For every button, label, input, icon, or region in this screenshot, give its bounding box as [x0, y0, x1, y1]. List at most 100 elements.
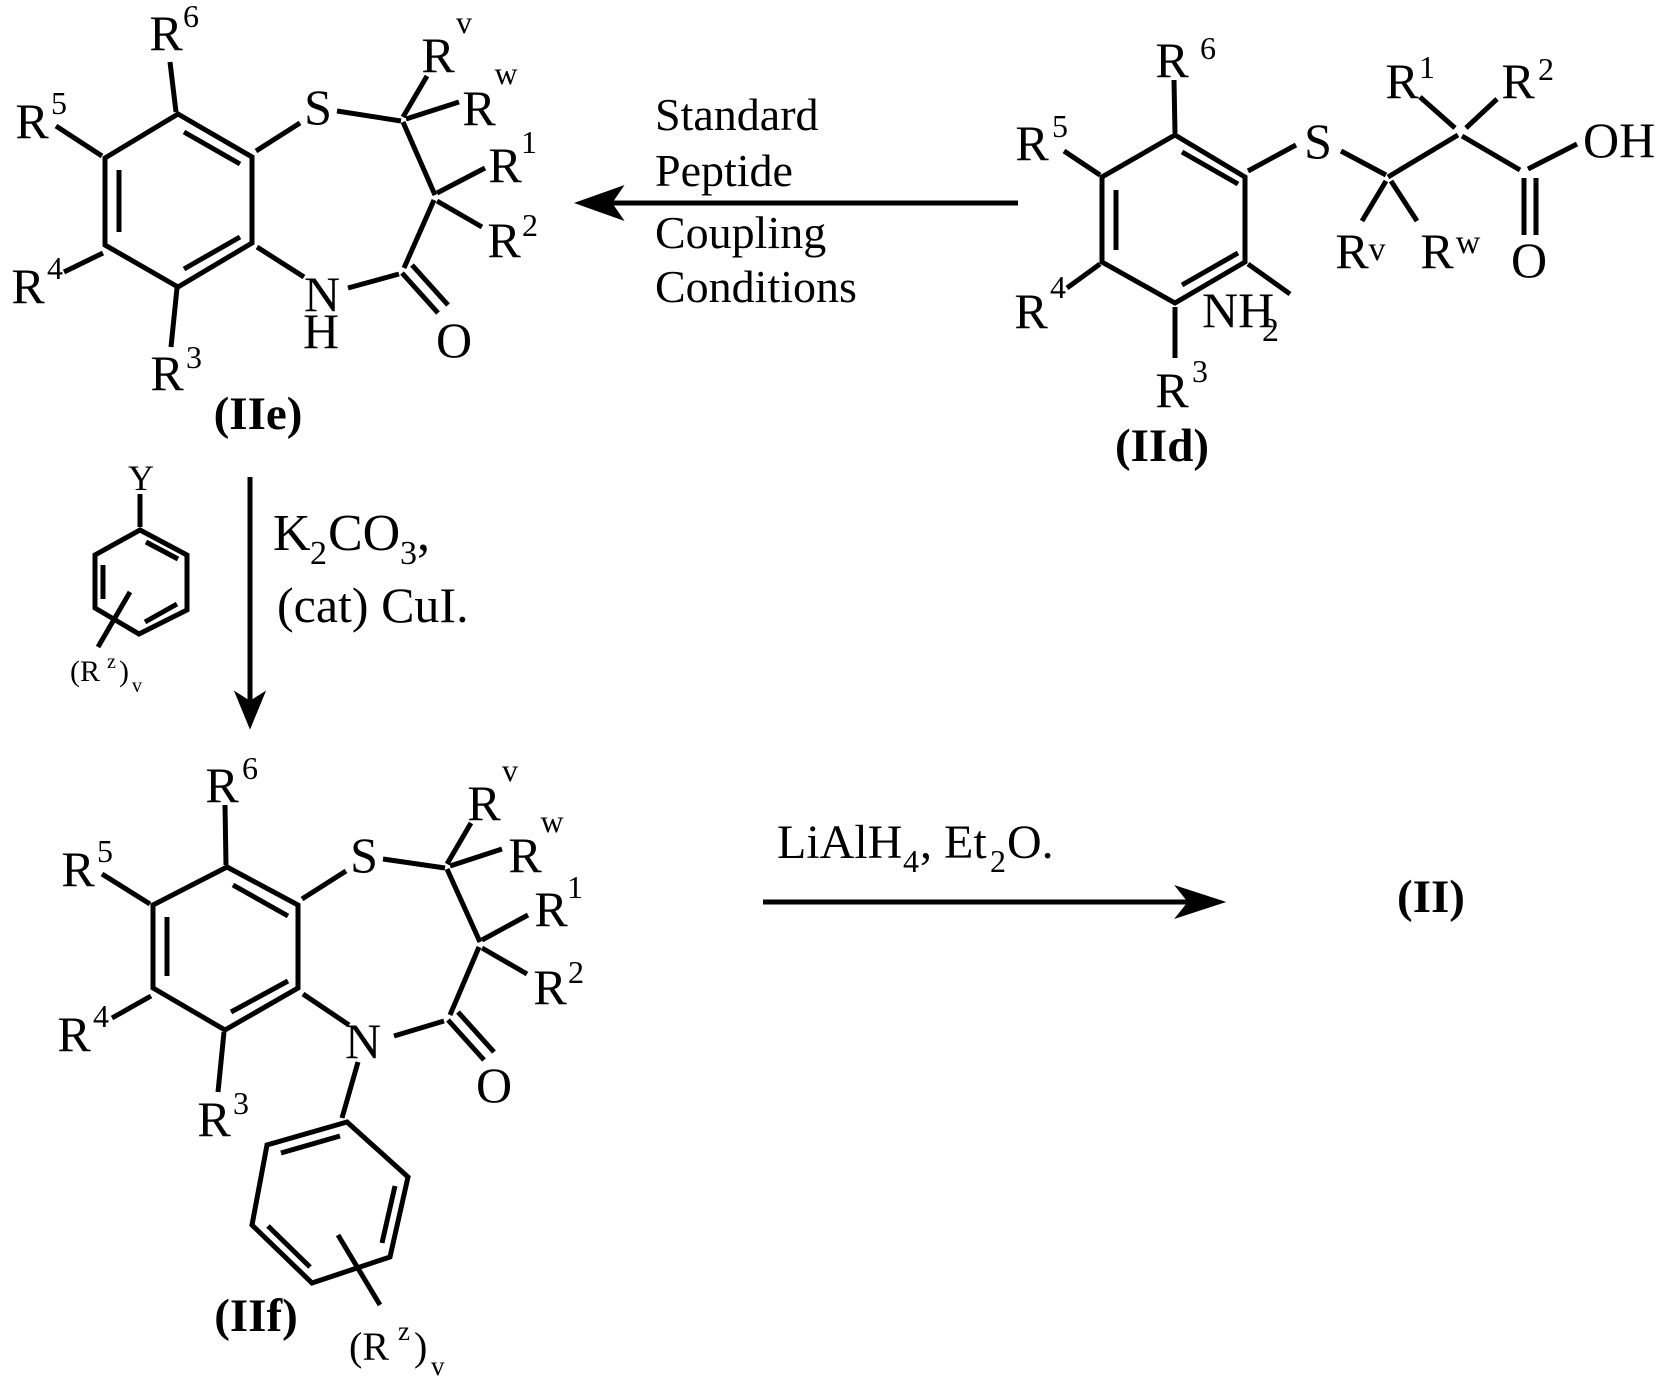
benzene-ring: [153, 867, 298, 1030]
substituent-rw-sup: w: [540, 803, 563, 839]
substituent-r5: R: [61, 841, 95, 897]
reagent-cui: (cat) CuI.: [277, 577, 469, 633]
bond: [403, 122, 435, 195]
atom-o-label: O: [476, 1057, 512, 1113]
substituent-r3-sup: 3: [1192, 353, 1208, 389]
rz-close: ): [414, 1324, 427, 1369]
substituent-r3: R: [150, 345, 184, 401]
bond: [102, 874, 150, 904]
compound-label-II: (II): [1397, 871, 1465, 923]
substituent-rw: R: [1420, 223, 1454, 279]
substituent-r2-sup: 2: [1538, 51, 1554, 87]
structure-IIf: S N O R 6 R 5 R 4 R 3 R v R w R 1 R 2 (R…: [57, 750, 584, 1381]
substituent-rw-sup: w: [494, 55, 517, 91]
bond: [437, 201, 482, 227]
double-bond-line: [412, 265, 448, 305]
substituent-r6: R: [1155, 32, 1189, 88]
substituent-r4: R: [1014, 283, 1048, 339]
substituent-rv: R: [1335, 223, 1369, 279]
atom-s-label: S: [304, 79, 332, 135]
bond: [56, 126, 102, 156]
substituent-r2: R: [1501, 53, 1535, 109]
bond: [170, 62, 176, 112]
substituent-r4: R: [57, 1006, 91, 1062]
reagent-k2co3-comma: ,: [417, 505, 430, 562]
n-phenyl-ring: [252, 1122, 408, 1283]
substituent-rw-sup: w: [1456, 224, 1481, 261]
substituent-r1: R: [488, 137, 522, 193]
arrow-reduction: LiAlH 4 , Et 2 O.: [763, 816, 1223, 917]
reagent-k2co3-sub: 2: [310, 535, 327, 572]
substituent-rv: R: [467, 775, 501, 831]
reaction-text-line: Peptide: [655, 145, 793, 196]
reagent-k2co3-sub: 3: [400, 535, 417, 572]
hydroxyl-label: OH: [1583, 112, 1655, 168]
substituent-r1: R: [1385, 53, 1419, 109]
bond: [383, 859, 445, 868]
bond: [1388, 135, 1458, 177]
substituent-r1-sup: 1: [567, 869, 583, 905]
bond: [450, 947, 479, 1015]
substituent-r1: R: [534, 881, 568, 937]
bond: [342, 1062, 358, 1118]
bond: [394, 1021, 444, 1036]
reagent-et2o: , Et: [920, 816, 987, 869]
bond: [1341, 151, 1386, 175]
substituent-r2-sup: 2: [568, 954, 584, 990]
substituent-r5-sup: 5: [97, 833, 113, 869]
reagent-k2co3: CO: [328, 505, 400, 562]
phenyl-ring: [95, 530, 187, 634]
substituent-r5: R: [1015, 115, 1049, 171]
halide-y-label: Y: [128, 458, 154, 498]
substituent-r6-sup: 6: [183, 0, 199, 34]
reaction-text-line: Conditions: [655, 261, 857, 312]
atom-n-label: N: [345, 1013, 381, 1069]
substituent-r2: R: [487, 212, 521, 268]
substituent-r4-sup: 4: [93, 998, 109, 1034]
double-bond-line: [458, 1012, 494, 1052]
substituent-r6: R: [149, 5, 183, 61]
rz-sub: v: [431, 1351, 445, 1381]
structure-IIe: S N H O R 6 R 5 R 4 R 3 R v R w R 1 R 2 …: [11, 0, 538, 440]
bond: [1466, 99, 1497, 128]
rz-open: (R: [349, 1324, 389, 1369]
bond: [337, 111, 401, 121]
bond: [302, 871, 346, 899]
bond: [1391, 181, 1417, 221]
substituent-r5: R: [15, 93, 49, 149]
substituent-rw: R: [462, 80, 496, 136]
bond: [447, 869, 480, 942]
benzene-ring: [105, 114, 252, 287]
substituent-rv-sup: v: [456, 4, 472, 40]
bond: [1462, 136, 1520, 170]
substituent-r2: R: [533, 959, 567, 1015]
bond: [450, 849, 502, 866]
reagent-aryl-halide: Y (R z ) v: [70, 458, 187, 697]
double-bond-inner: [233, 885, 288, 916]
rz-open: (R: [70, 655, 100, 688]
bond: [171, 288, 177, 347]
reaction-text-line: Standard: [655, 89, 819, 140]
substituent-rv-sup: v: [1369, 231, 1386, 268]
rz-sup: z: [107, 651, 116, 673]
bond: [482, 948, 527, 974]
substituent-r6: R: [205, 757, 239, 813]
substituent-r1-sup: 1: [1419, 49, 1435, 85]
amine-label-sub: 2: [1262, 312, 1279, 349]
bond: [1064, 151, 1100, 175]
reagent-et2o-sub: 2: [990, 843, 1006, 879]
bond: [348, 274, 399, 288]
substituent-r3: R: [1155, 362, 1189, 418]
atom-o-label: O: [1511, 232, 1547, 288]
substituent-rw: R: [508, 827, 542, 883]
reagent-et2o-end: O.: [1007, 816, 1054, 869]
atom-s-label: S: [1304, 113, 1332, 169]
bond: [1528, 144, 1577, 169]
double-bond-line: [402, 273, 438, 313]
bond: [437, 168, 485, 193]
structure-IId: S O OH NH 2 R 6 R 5 R 4 R 3 R v R w R 1 …: [1014, 30, 1655, 472]
bond: [64, 253, 103, 272]
bond: [225, 805, 226, 865]
bond: [404, 200, 434, 268]
